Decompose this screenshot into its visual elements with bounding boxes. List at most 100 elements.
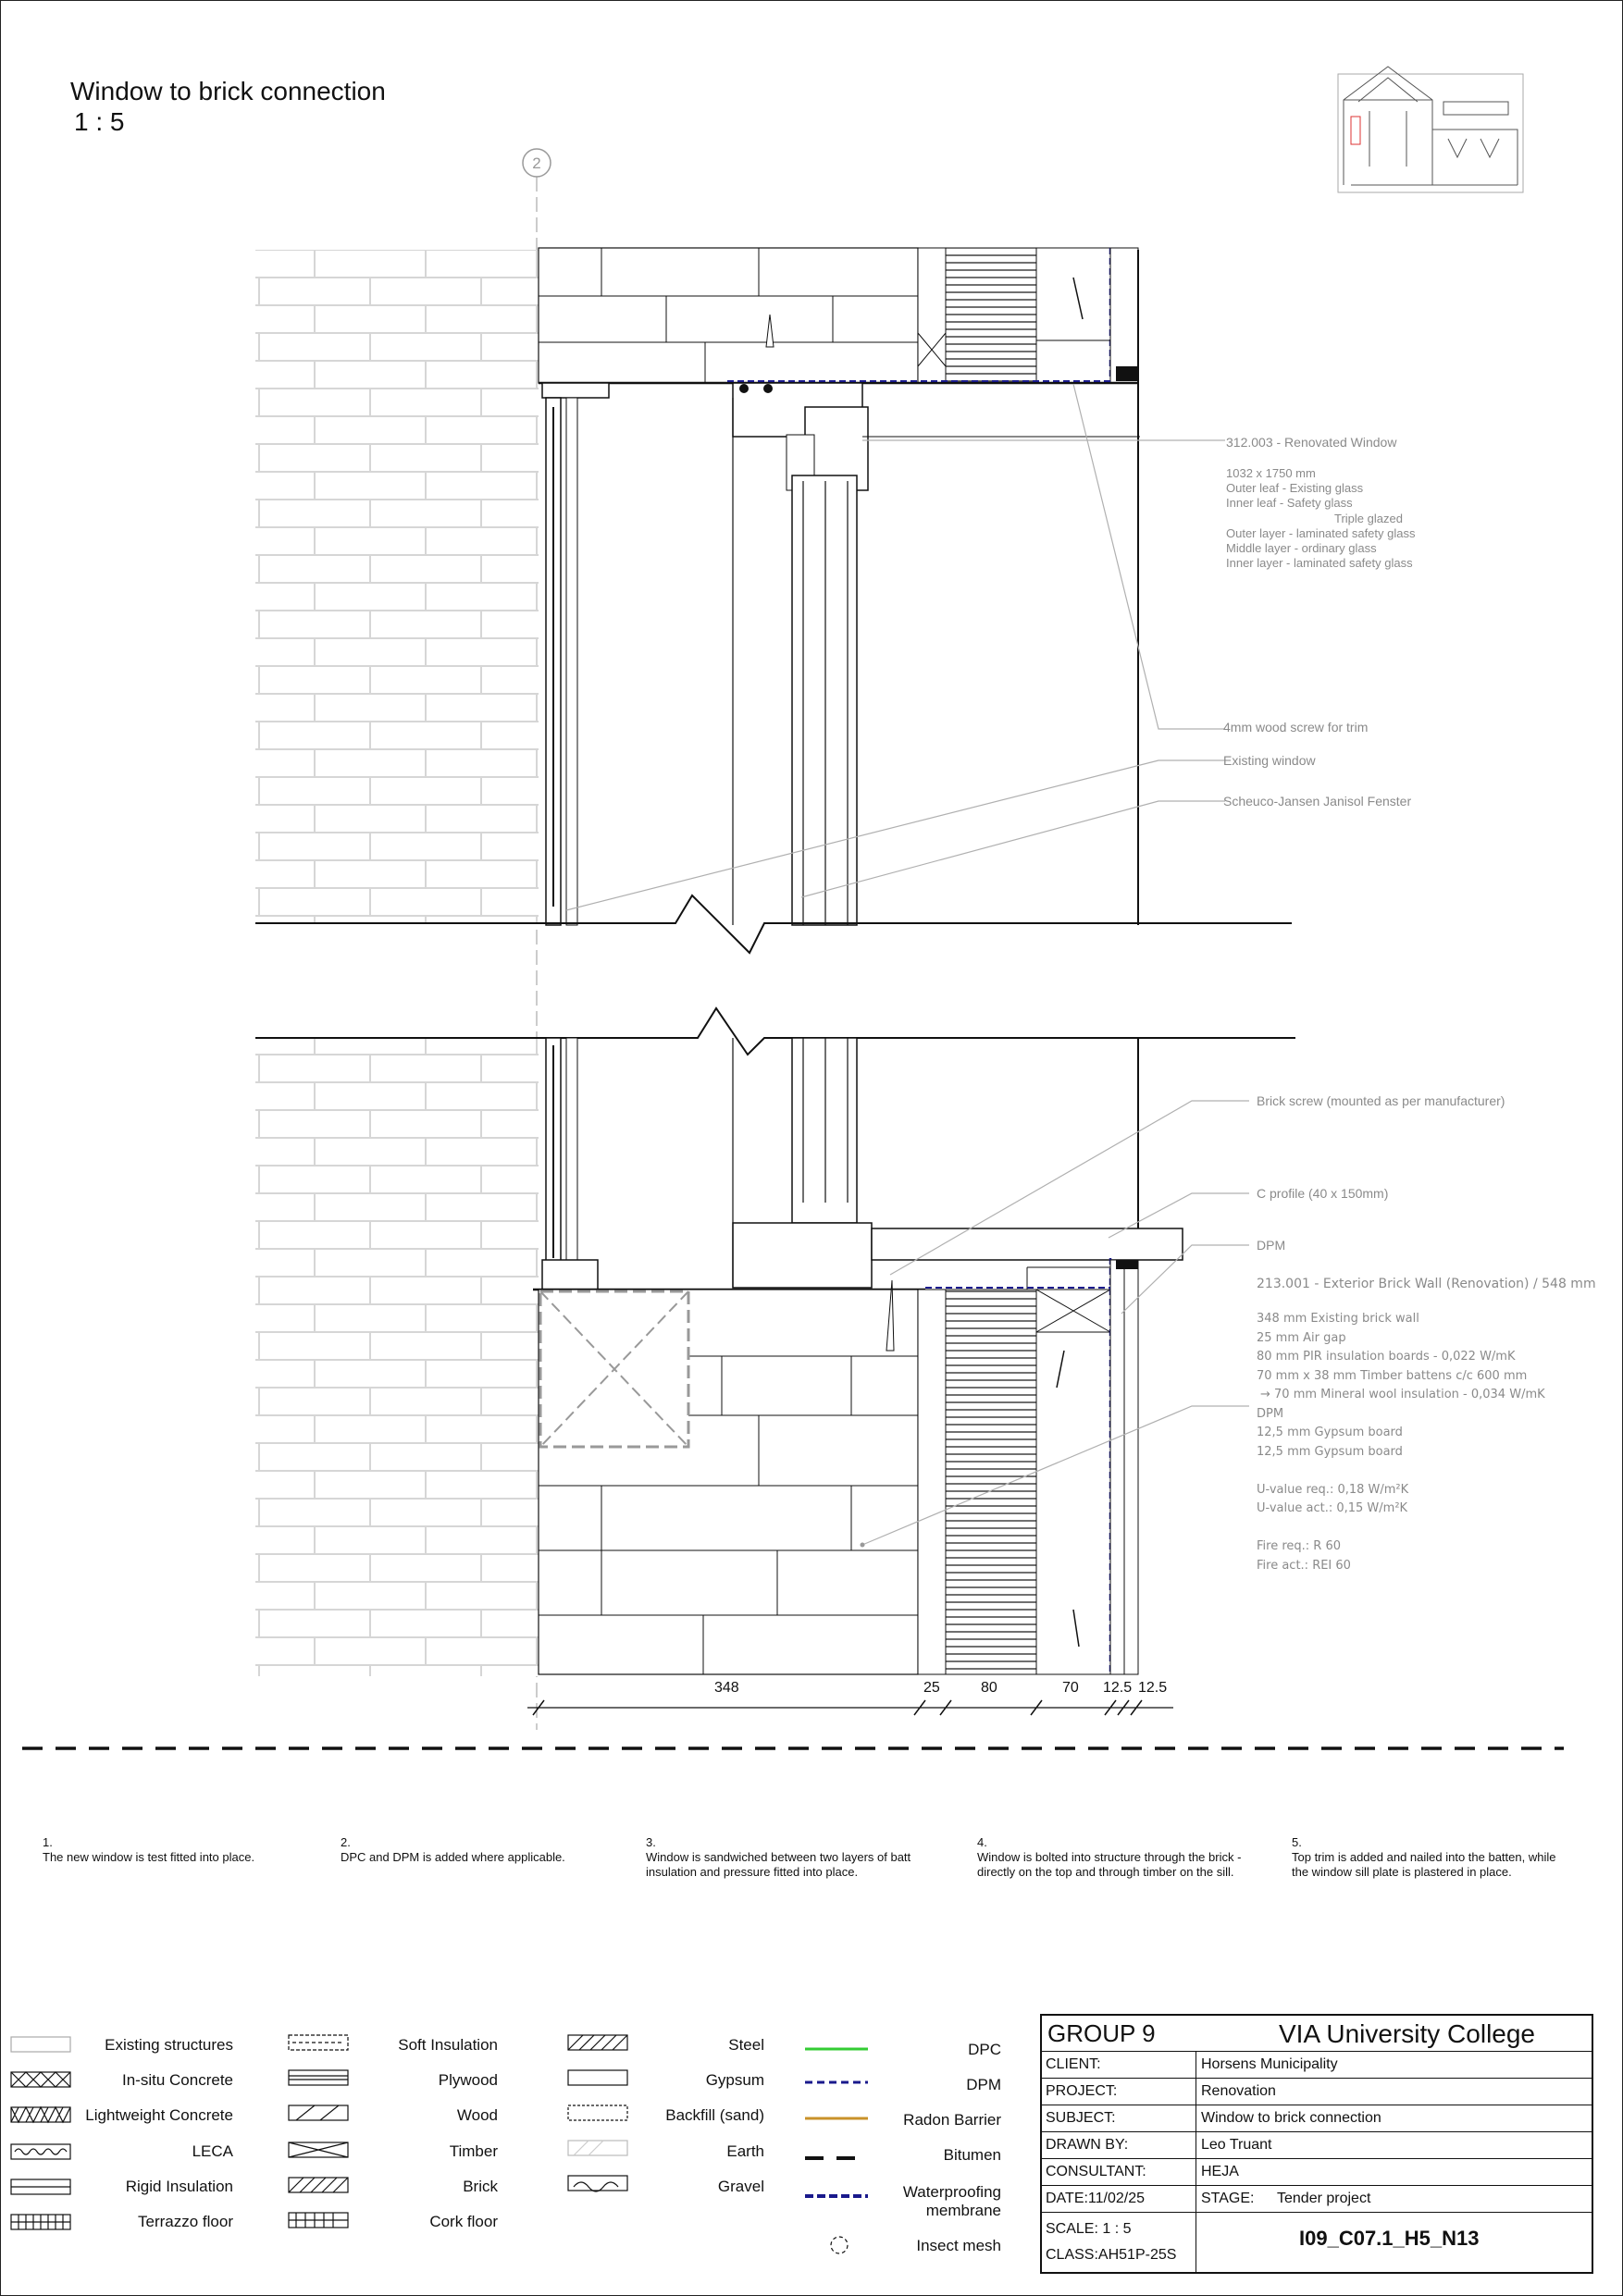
client-label: CLIENT: <box>1046 2056 1101 2072</box>
dim-gypsum-1: 12.5 <box>1103 1680 1133 1696</box>
scale-value: SCALE: 1 : 5 <box>1046 2221 1132 2237</box>
date-value: DATE:11/02/25 <box>1046 2191 1146 2206</box>
window-spec-3: Triple glazed <box>1334 512 1403 525</box>
note-text: Top trim is added and nailed into the ba… <box>1292 1850 1556 1879</box>
callout-wall-id: 213.001 - Exterior Brick Wall (Renovatio… <box>1257 1277 1596 1291</box>
legend-gypsum: Gypsum <box>705 2071 764 2089</box>
school-name: VIA University College <box>1279 2019 1536 2048</box>
key-plan-thumbnail <box>1337 66 1524 193</box>
dim-brick: 348 <box>714 1680 739 1696</box>
window-spec-2: Inner leaf - Safety glass <box>1226 496 1353 510</box>
window-spec-1: Outer leaf - Existing glass <box>1226 481 1364 495</box>
legend-soft-insulation: Soft Insulation <box>398 2036 498 2054</box>
legend-rigid-insulation: Rigid Insulation <box>125 2178 233 2195</box>
legend-waterproofing: Waterproofing membrane <box>902 2183 1001 2219</box>
note-number: 2. <box>341 1835 351 1849</box>
note-number: 1. <box>43 1835 53 1849</box>
note-text: DPC and DPM is added where applicable. <box>341 1850 565 1864</box>
stage-label: STAGE: <box>1201 2191 1255 2206</box>
wall-spec-item: 12,5 mm Gypsum board <box>1257 1426 1403 1439</box>
note-text: The new window is test fitted into place… <box>43 1850 255 1864</box>
wall-spec-item: → 70 mm Mineral wool insulation - 0,034 … <box>1260 1388 1545 1401</box>
client-value: Horsens Municipality <box>1201 2056 1338 2072</box>
dim-gypsum-2: 12.5 <box>1138 1680 1168 1696</box>
drawing-title: Window to brick connection <box>70 77 386 105</box>
callout-c-profile: C profile (40 x 150mm) <box>1257 1186 1389 1201</box>
legend-terrazzo-floor: Terrazzo floor <box>138 2213 233 2230</box>
note-number: 5. <box>1292 1835 1302 1849</box>
legend-gravel: Gravel <box>717 2178 764 2195</box>
legend-steel: Steel <box>728 2036 764 2054</box>
note-text: Window is bolted into structure through … <box>977 1850 1242 1879</box>
dimension-line <box>527 1699 1173 1716</box>
upper-section <box>255 247 1292 955</box>
wall-spec-item: U-value req.: 0,18 W/m²K <box>1257 1482 1409 1497</box>
consultant-value: HEJA <box>1201 2164 1239 2179</box>
legend-cork-floor: Cork floor <box>429 2213 498 2230</box>
wall-spec-item <box>1257 1462 1545 1481</box>
tb-row-subject: SUBJECT: Window to brick connection <box>1042 2105 1592 2132</box>
callout-existing-window: Existing window <box>1223 753 1316 768</box>
subject-value: Window to brick connection <box>1201 2110 1381 2126</box>
wall-spec-list: 348 mm Existing brick wall 25 mm Air gap… <box>1257 1310 1545 1575</box>
drawn-value: Leo Truant <box>1201 2137 1272 2153</box>
lower-section <box>255 1006 1295 1676</box>
window-spec-6: Inner layer - laminated safety glass <box>1226 556 1413 570</box>
project-value: Renovation <box>1201 2083 1276 2099</box>
note-text: Window is sandwiched between two layers … <box>646 1850 911 1879</box>
drawing-scale: 1 : 5 <box>74 107 125 136</box>
legend-radon-barrier: Radon Barrier <box>903 2111 1001 2129</box>
wall-spec-item: Fire act.: REI 60 <box>1257 1558 1351 1573</box>
legend-backfill: Backfill (sand) <box>665 2106 764 2124</box>
wall-spec-item: U-value act.: 0,15 W/m²K <box>1257 1501 1408 1515</box>
legend-dpc: DPC <box>968 2041 1001 2058</box>
title-block: GROUP 9 VIA University College CLIENT: H… <box>1040 2014 1593 2274</box>
callout-dpm: DPM <box>1257 1238 1286 1253</box>
legend-plywood: Plywood <box>438 2071 498 2089</box>
window-spec-0: 1032 x 1750 mm <box>1226 466 1316 480</box>
dim-mineral-wool: 70 <box>1062 1680 1079 1696</box>
stage-value: Tender project <box>1277 2191 1371 2206</box>
subject-label: SUBJECT: <box>1046 2110 1116 2126</box>
legend-timber: Timber <box>449 2142 498 2160</box>
window-spec-4: Outer layer - laminated safety glass <box>1226 526 1416 540</box>
legend-wood: Wood <box>456 2106 498 2124</box>
callout-window-id: 312.003 - Renovated Window <box>1226 435 1397 450</box>
drawing-number: I09_C07.1_H5_N13 <box>1299 2227 1480 2250</box>
note-1: 1. The new window is test fitted into pl… <box>43 1835 292 1865</box>
consultant-label: CONSULTANT: <box>1046 2164 1146 2179</box>
note-4: 4. Window is bolted into structure throu… <box>977 1835 1251 1880</box>
note-number: 4. <box>977 1835 987 1849</box>
tb-row-date: DATE:11/02/25 STAGE: Tender project <box>1042 2186 1592 2213</box>
note-number: 3. <box>646 1835 656 1849</box>
callout-profile: Scheuco-Jansen Janisol Fenster <box>1223 794 1412 809</box>
legend-leca: LECA <box>192 2142 233 2160</box>
legend-in-situ-concrete: In-situ Concrete <box>122 2071 233 2089</box>
legend-bitumen: Bitumen <box>943 2146 1001 2164</box>
wall-spec-item: Fire req.: R 60 <box>1257 1539 1341 1553</box>
dim-pir: 80 <box>981 1680 997 1696</box>
tb-row-client: CLIENT: Horsens Municipality <box>1042 2052 1592 2079</box>
wall-spec-item <box>1257 1519 1545 1538</box>
legend-brick: Brick <box>463 2178 498 2195</box>
legend-existing-structures: Existing structures <box>105 2036 233 2054</box>
class-value: CLASS:AH51P-25S <box>1046 2247 1177 2263</box>
legend-lightweight-concrete: Lightweight Concrete <box>85 2106 233 2124</box>
wall-spec-item: 348 mm Existing brick wall <box>1257 1312 1419 1326</box>
drawn-label: DRAWN BY: <box>1046 2137 1129 2153</box>
wall-spec-item: 25 mm Air gap <box>1257 1330 1346 1345</box>
legend-insect-mesh: Insect mesh <box>916 2237 1001 2254</box>
tb-row-project: PROJECT: Renovation <box>1042 2079 1592 2105</box>
wall-spec-item: 80 mm PIR insulation boards - 0,022 W/mK <box>1257 1350 1516 1364</box>
grid-marker-label: 2 <box>532 154 540 172</box>
note-2: 2. DPC and DPM is added where applicable… <box>341 1835 609 1865</box>
window-spec-5: Middle layer - ordinary glass <box>1226 541 1377 555</box>
title-block-header: GROUP 9 VIA University College <box>1042 2016 1592 2052</box>
callout-screw: 4mm wood screw for trim <box>1223 720 1369 734</box>
callout-brick-screw: Brick screw (mounted as per manufacturer… <box>1257 1093 1505 1108</box>
legend-swatches <box>10 2034 868 2254</box>
dim-airgap: 25 <box>923 1680 940 1696</box>
note-3: 3. Window is sandwiched between two laye… <box>646 1835 923 1880</box>
tb-row-consultant: CONSULTANT: HEJA <box>1042 2159 1592 2186</box>
